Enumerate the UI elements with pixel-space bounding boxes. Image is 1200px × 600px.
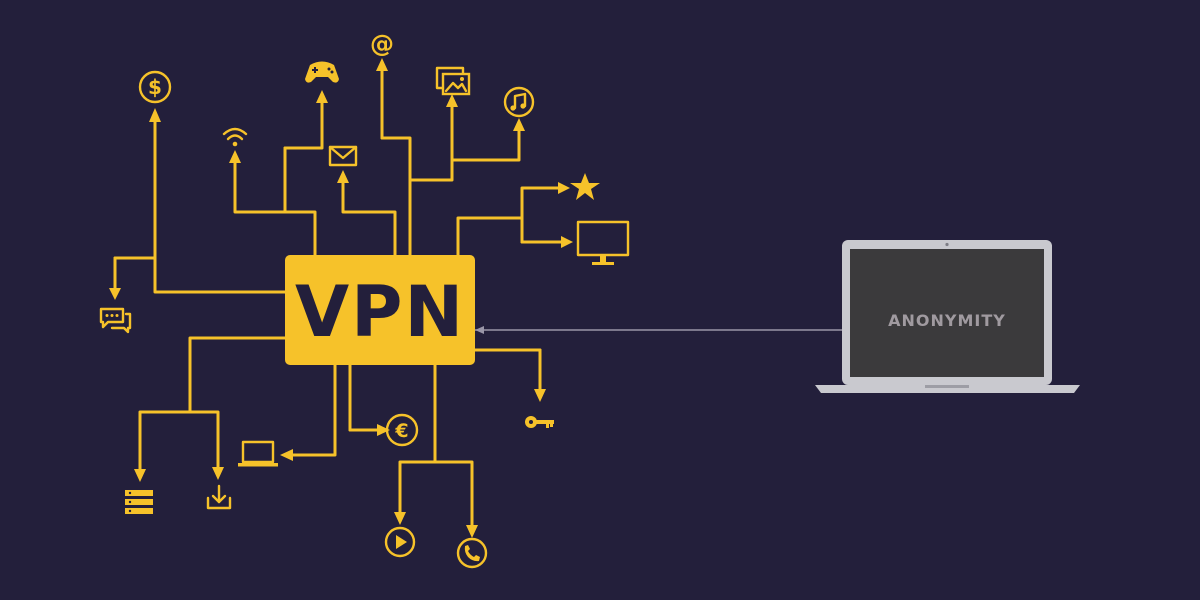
laptop-device: ANONYMITY xyxy=(815,240,1080,393)
svg-text:$: $ xyxy=(148,75,162,99)
laptop-notch xyxy=(925,385,969,388)
svg-text:€: € xyxy=(394,420,408,442)
download-icon xyxy=(206,484,232,510)
phone-icon xyxy=(456,537,488,569)
wifi-icon xyxy=(222,127,248,147)
laptop-icon xyxy=(238,440,278,467)
at-sign-icon: @ xyxy=(370,30,394,58)
laptop-camera xyxy=(945,242,949,247)
server-icon xyxy=(125,490,153,514)
laptop-screen-label: ANONYMITY xyxy=(888,311,1006,330)
laptop-link-arrow xyxy=(475,326,484,334)
music-icon xyxy=(503,86,535,118)
star-icon xyxy=(570,173,600,200)
svg-text:@: @ xyxy=(370,30,394,58)
vpn-hub: VPN xyxy=(285,255,475,365)
dollar-icon: $ xyxy=(138,70,172,104)
images-icon xyxy=(435,66,471,96)
vpn-hub-box xyxy=(285,255,475,365)
mail-icon xyxy=(328,145,358,167)
play-icon xyxy=(384,526,416,558)
key-icon xyxy=(525,416,554,428)
gamepad-icon xyxy=(305,61,339,83)
laptop-base xyxy=(815,385,1080,393)
euro-icon: € xyxy=(385,413,419,447)
chat-icon xyxy=(99,307,132,334)
vpn-hub-label: VPN xyxy=(295,271,465,353)
laptop-screen xyxy=(850,249,1044,377)
monitor-icon xyxy=(576,220,630,265)
arrowheads xyxy=(109,58,573,538)
